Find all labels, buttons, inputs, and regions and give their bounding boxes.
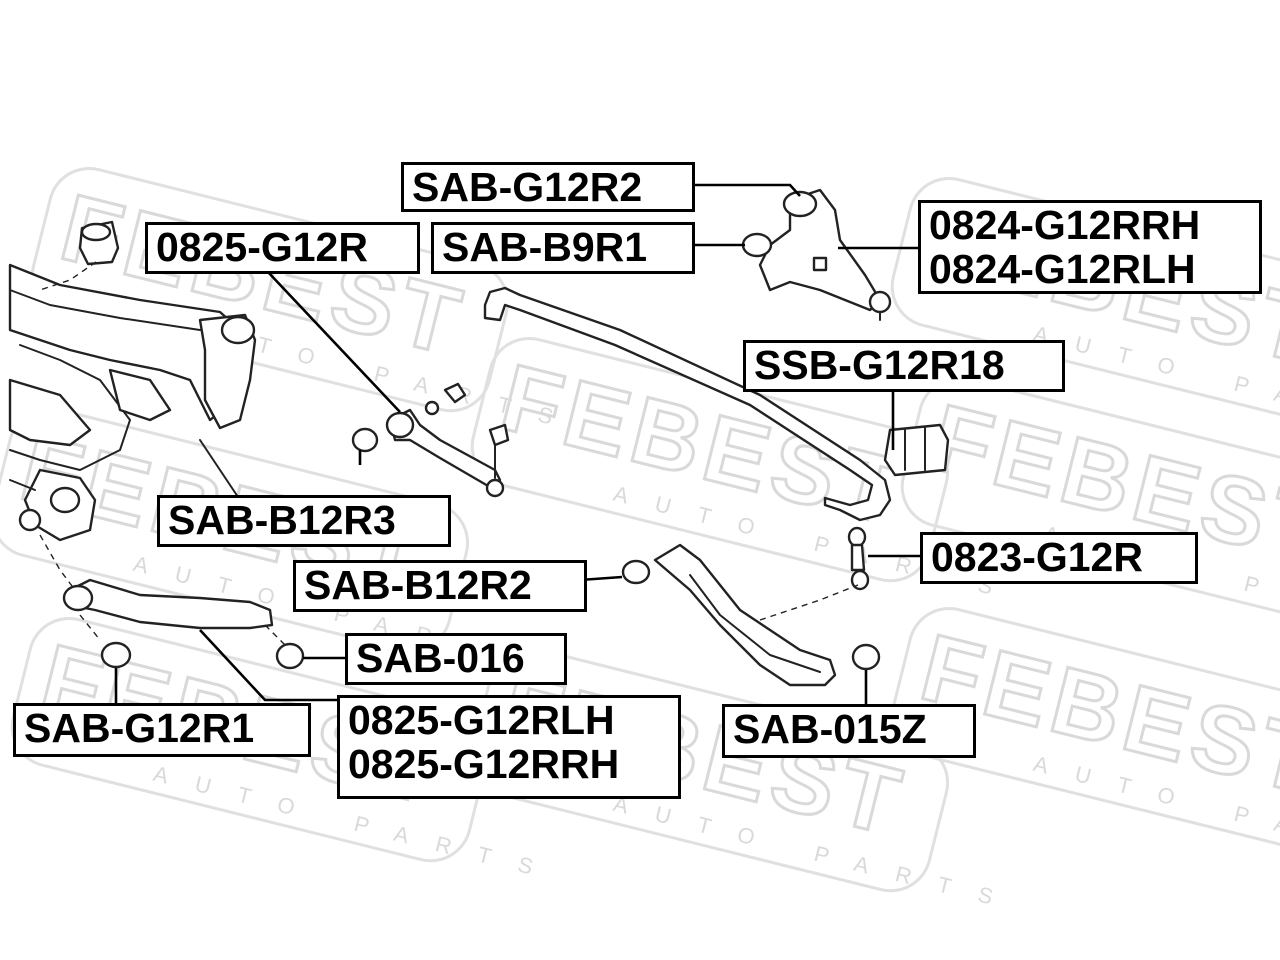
stabilizer-link [847,526,870,591]
label-text: SAB-G12R2 [412,164,643,210]
label-text: SAB-B12R2 [304,562,532,608]
part-label-sab-015z: SAB-015Z [722,704,976,758]
label-text: 0824-G12RRH [929,202,1201,248]
label-text: 0825-G12RLH [348,697,615,743]
label-text: SAB-B12R3 [168,497,396,543]
part-label-sab-g12r1: SAB-G12R1 [13,703,311,757]
part-label-0825-g12r: 0825-G12R [145,222,420,274]
label-text: 0824-G12RLH [929,246,1196,292]
subframe [8,263,257,542]
label-text: SSB-G12R18 [754,342,1005,388]
label-text: SAB-G12R1 [24,705,255,751]
mount-bushing-top-left [39,220,120,291]
part-label-ssb-g12r18: SSB-G12R18 [743,340,1065,392]
lateral-link [351,382,510,498]
stabilizer-bar [483,286,950,522]
label-text: 0825-G12R [156,224,368,270]
label-text: SAB-016 [356,635,525,681]
label-text: 0825-G12RRH [348,741,620,787]
leader-lines [114,183,920,704]
label-text: SAB-015Z [733,706,927,752]
lower-control-arm-left [39,534,305,670]
part-label-sab-016: SAB-016 [345,633,567,685]
part-label-sab-g12r2: SAB-G12R2 [401,162,695,212]
lower-control-arm-right [621,543,881,687]
label-text: 0823-G12R [931,534,1143,580]
part-label-0823-g12r: 0823-G12R [920,532,1198,584]
part-label-0825-g12rlh-rrh: 0825-G12RLH 0825-G12RRH [337,695,681,799]
label-text: SAB-B9R1 [442,224,648,270]
part-label-0824-g12rrh-rlh: 0824-G12RRH 0824-G12RLH [918,200,1262,294]
part-label-sab-b9r1: SAB-B9R1 [431,222,695,274]
part-label-sab-b12r2: SAB-B12R2 [293,560,587,612]
part-label-sab-b12r3: SAB-B12R3 [157,495,451,547]
upper-control-arm [741,188,892,321]
